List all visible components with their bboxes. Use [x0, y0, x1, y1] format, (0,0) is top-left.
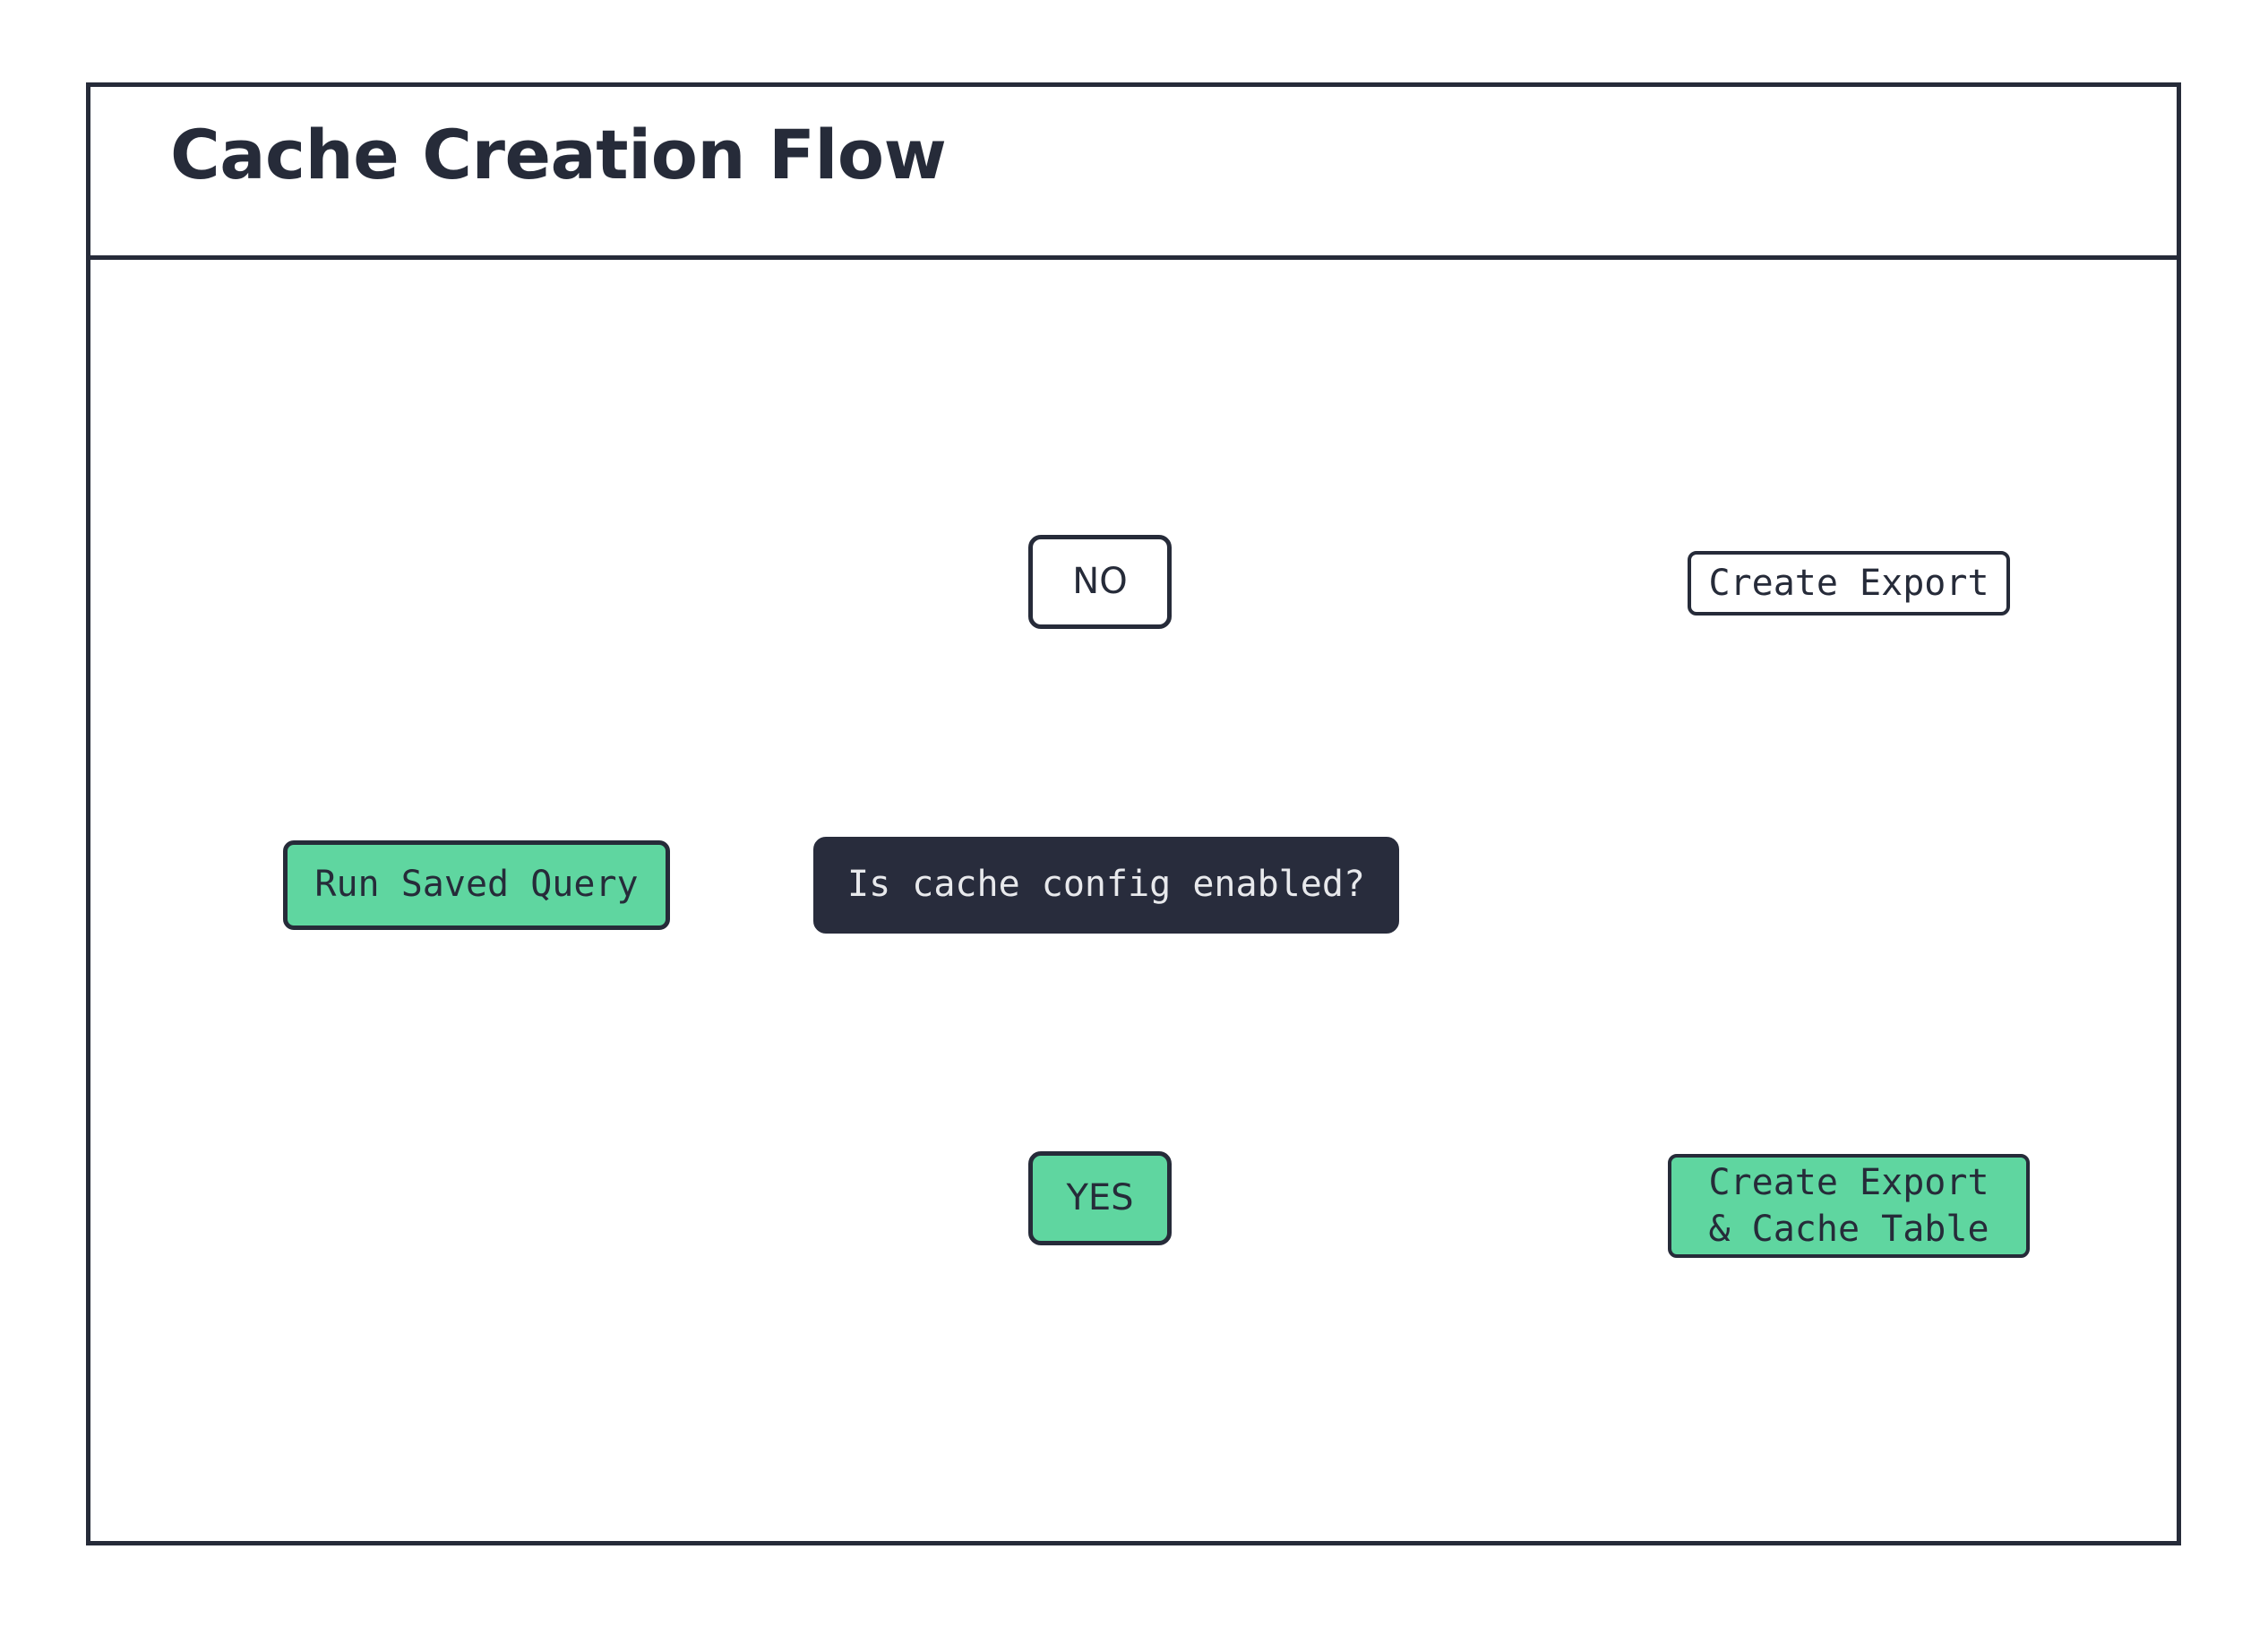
node-label-db-bottom-line1: Create Export	[1708, 1162, 1989, 1203]
node-label-yes: YES	[1066, 1176, 1134, 1218]
node-label-db-bottom: Create Export & Cache Table	[1708, 1159, 1989, 1253]
node-db-bottom-label-box[interactable]: Create Export & Cache Table	[1668, 1154, 2030, 1258]
diagram-frame	[86, 82, 2181, 1545]
node-db-top-label-box[interactable]: Create Export	[1688, 551, 2010, 616]
node-label-db-top: Create Export	[1708, 563, 1989, 604]
node-label-decision: Is cache config enabled?	[847, 864, 1365, 906]
node-decision-cache-config[interactable]: Is cache config enabled?	[813, 837, 1399, 934]
diagram-header	[86, 82, 2181, 260]
node-label-db-bottom-line2: & Cache Table	[1708, 1209, 1989, 1250]
node-label-start: Run Saved Query	[314, 864, 639, 906]
node-run-saved-query[interactable]: Run Saved Query	[283, 840, 670, 930]
node-branch-yes[interactable]: YES	[1028, 1151, 1172, 1245]
node-label-no: NO	[1072, 560, 1128, 602]
page-title: Cache Creation Flow	[170, 115, 947, 194]
node-branch-no[interactable]: NO	[1028, 535, 1172, 629]
